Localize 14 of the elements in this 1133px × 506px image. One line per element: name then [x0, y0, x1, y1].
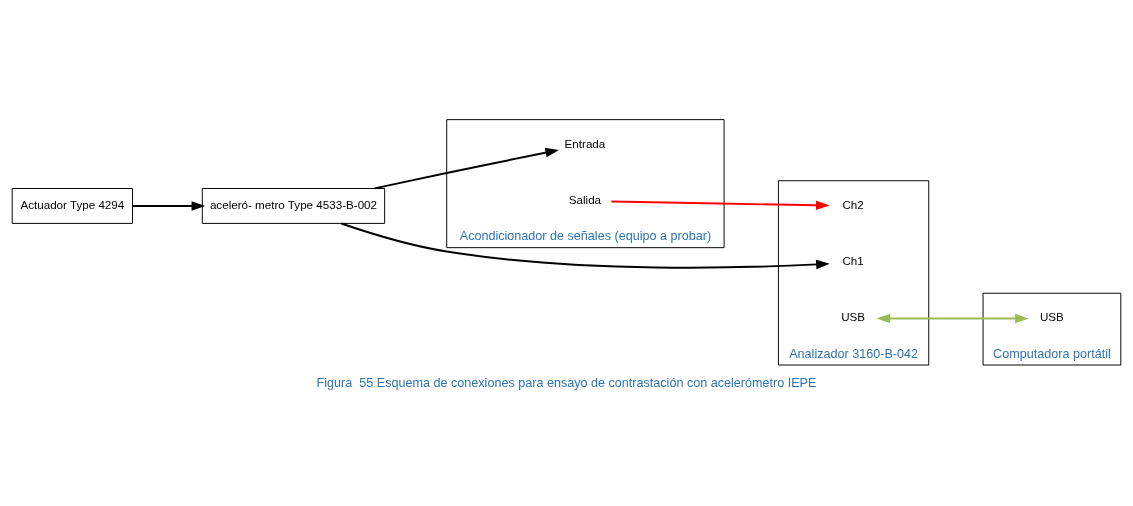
node-text: USB [841, 310, 866, 324]
node-box: aceleró- metro Type 4533-B-002 [201, 188, 386, 224]
node-text: Salida [568, 193, 602, 207]
arrow [373, 147, 559, 190]
arrow [340, 222, 830, 270]
caption: Figura 55 Esquema de conexiones para ensayo de contrastación con acelerómetro IEPE [316, 375, 817, 390]
node-box: Actuador Type 4294 [11, 188, 133, 224]
node-text: Ch2 [842, 197, 864, 211]
node-text: Ch1 [842, 254, 864, 268]
arrow [131, 201, 206, 211]
arrow [610, 200, 830, 211]
node-text: USB [1039, 310, 1064, 324]
arrow [876, 313, 1029, 324]
node-text: Entrada [564, 136, 606, 150]
